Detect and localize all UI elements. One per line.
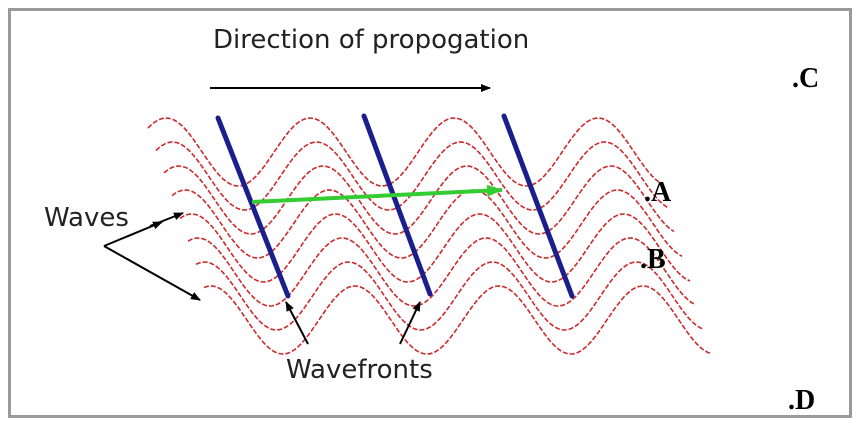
propagation-arrow: [251, 184, 503, 204]
wave-line: [187, 237, 696, 307]
point-b-label: .B: [640, 244, 666, 275]
wave-line: [179, 213, 691, 283]
diagram-frame: [8, 8, 852, 418]
wavefronts-group: [215, 113, 575, 299]
waves-pointer-arrow: [103, 245, 201, 301]
wave-line: [163, 165, 675, 235]
wave-line: [171, 189, 683, 259]
wavefronts-pointer-arrow: [399, 301, 421, 345]
wavefronts-pointer-arrow: [285, 301, 309, 345]
wavefront-line: [501, 113, 575, 299]
wave-line: [203, 285, 712, 355]
waves-pointer-arrows: [103, 212, 201, 301]
direction-label: Direction of propogation: [213, 25, 529, 55]
wavefronts-pointer-arrows: [285, 301, 421, 345]
point-d-label: .D: [788, 385, 815, 416]
wavefronts-label: Wavefronts: [286, 355, 433, 385]
waves-group: [147, 117, 712, 355]
waves-pointer-arrow: [103, 221, 163, 247]
point-c-label: .C: [792, 63, 819, 94]
wave-line: [147, 117, 662, 187]
wavefront-line: [215, 115, 291, 299]
wave-line: [195, 261, 704, 331]
wavefront-line: [361, 113, 433, 297]
point-a-label: .A: [644, 177, 672, 208]
waves-label: Waves: [44, 203, 129, 233]
